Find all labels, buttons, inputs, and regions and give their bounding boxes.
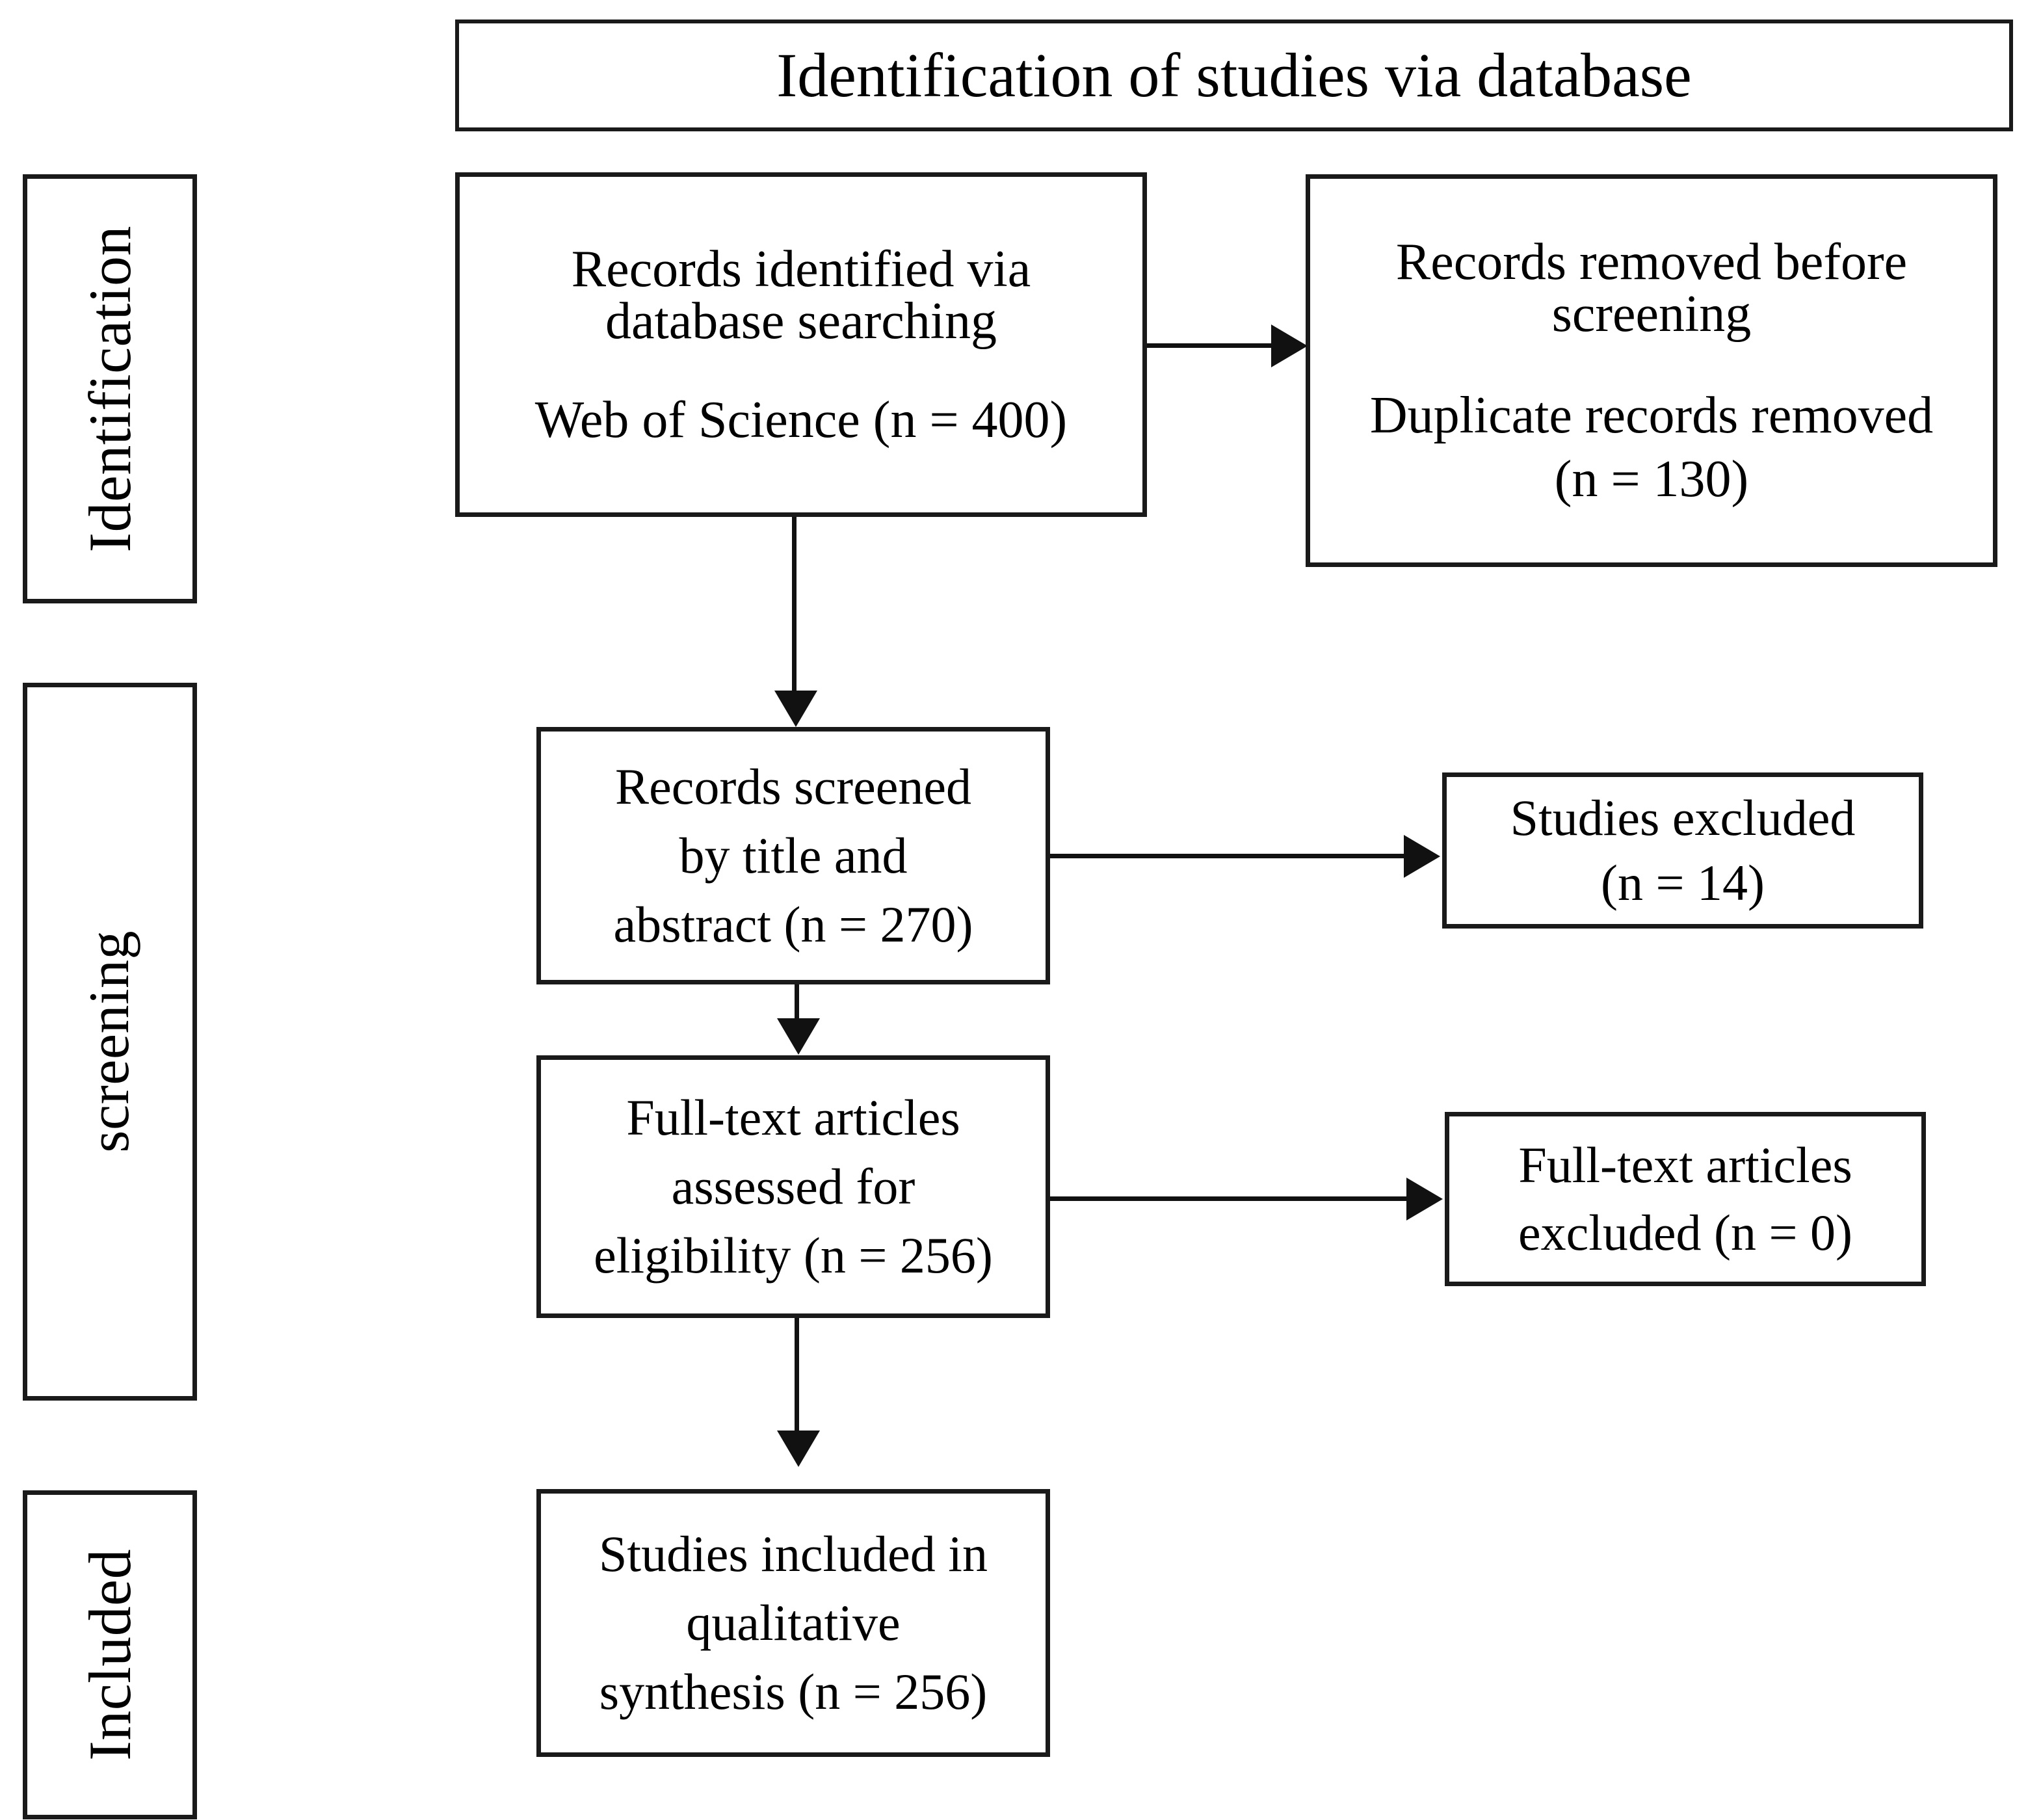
node-line: Records removed before — [1395, 233, 1908, 291]
connector-fulltext-to-included-line — [795, 1318, 799, 1432]
node-line: excluded (n = 0) — [1518, 1204, 1852, 1261]
node-line: Studies excluded — [1510, 789, 1856, 846]
node-line: Full-text articles — [626, 1089, 960, 1146]
connector-fulltext-to-excluded-line — [1050, 1196, 1408, 1201]
arrow-down-icon — [777, 1431, 820, 1467]
node-records-screened: Records screened by title and abstract (… — [536, 727, 1050, 984]
node-fulltext-assessed: Full-text articles assessed for eligibil… — [536, 1055, 1050, 1318]
node-line: eligibility (n = 256) — [594, 1227, 993, 1284]
node-line: abstract (n = 270) — [613, 896, 973, 953]
diagram-title-text: Identification of studies via database — [776, 40, 1692, 110]
node-studies-excluded: Studies excluded (n = 14) — [1442, 772, 1923, 929]
node-records-removed: Records removed before screening Duplica… — [1306, 174, 1997, 567]
node-line: (n = 14) — [1601, 854, 1765, 911]
stage-label-included: Included — [77, 1549, 143, 1761]
node-studies-included: Studies included in qualitative synthesi… — [536, 1489, 1050, 1757]
stage-box-included: Included — [23, 1490, 197, 1819]
node-line: qualitative — [686, 1594, 901, 1651]
arrow-right-icon — [1406, 1178, 1443, 1220]
arrow-right-icon — [1404, 835, 1440, 878]
node-line: Records screened — [615, 758, 971, 815]
connector-screened-to-excluded-line — [1050, 854, 1406, 858]
node-line: by title and — [679, 827, 908, 884]
arrow-down-icon — [777, 1018, 820, 1055]
connector-identified-to-screened-line — [792, 517, 797, 699]
connector-screened-to-fulltext-line — [795, 984, 799, 1021]
node-line: database searching — [605, 293, 997, 350]
arrow-right-icon — [1271, 324, 1308, 367]
node-records-identified: Records identified via database searchin… — [455, 172, 1147, 517]
arrow-down-icon — [774, 691, 817, 727]
stage-box-screening: screening — [23, 683, 197, 1401]
diagram-title-box: Identification of studies via database — [455, 20, 2013, 131]
node-line: screening — [1551, 285, 1752, 343]
node-fulltext-excluded: Full-text articles excluded (n = 0) — [1445, 1112, 1926, 1286]
stage-label-screening: screening — [78, 930, 141, 1153]
node-line: (n = 130) — [1554, 451, 1749, 508]
node-line: Records identified via — [571, 241, 1031, 298]
node-line: Duplicate records removed — [1369, 387, 1934, 444]
connector-identified-to-removed-line — [1147, 343, 1277, 348]
node-line: Full-text articles — [1518, 1137, 1852, 1193]
node-line: assessed for — [671, 1158, 915, 1215]
node-line: Web of Science (n = 400) — [534, 391, 1068, 449]
node-line: synthesis (n = 256) — [599, 1663, 988, 1720]
stage-box-identification: Identification — [23, 174, 197, 603]
stage-label-identification: Identification — [77, 225, 143, 553]
node-line: Studies included in — [599, 1525, 988, 1582]
